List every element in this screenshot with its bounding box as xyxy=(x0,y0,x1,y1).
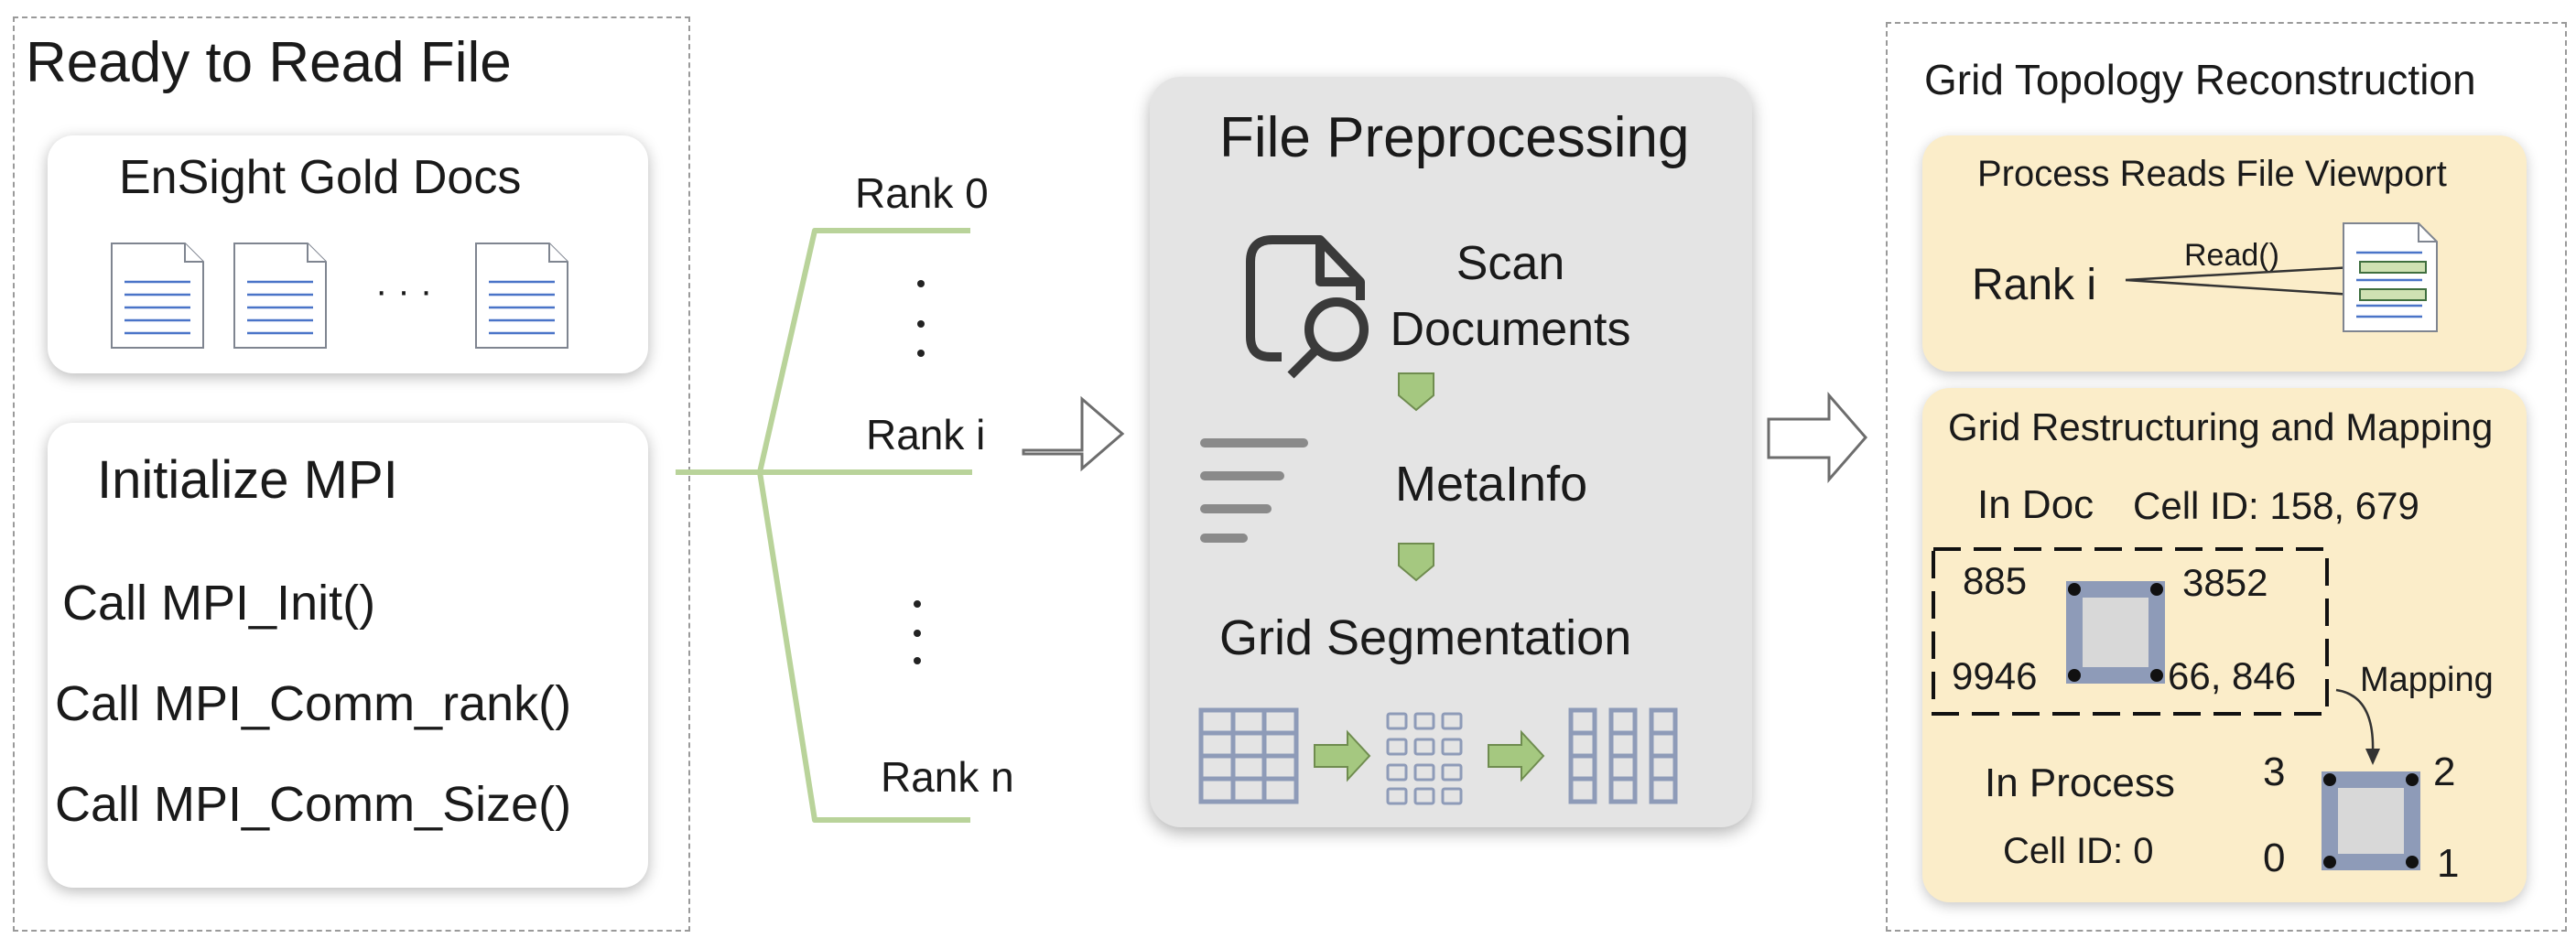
metainfo-label: MetaInfo xyxy=(1395,457,1588,512)
initialize-mpi-card xyxy=(48,423,648,888)
file-preprocessing-title: File Preprocessing xyxy=(1219,106,1690,169)
file-viewport-doc-icon xyxy=(2343,222,2438,332)
segmented-grid-icon xyxy=(1568,707,1678,804)
scan-label-line1: Scan xyxy=(1456,237,1565,290)
local-node-0: 0 xyxy=(2263,836,2286,880)
vertical-ellipsis xyxy=(914,600,921,664)
rank-0-label: Rank 0 xyxy=(855,169,989,217)
rank-n-label: Rank n xyxy=(881,753,1014,801)
rank-i-label: Rank i xyxy=(866,411,986,458)
mapping-label: Mapping xyxy=(2360,661,2494,699)
vertical-ellipsis xyxy=(917,280,925,357)
file-preprocessing-panel xyxy=(1150,77,1752,827)
viewport-title: Process Reads File Viewport xyxy=(1977,154,2447,194)
cell-id-doc-label: Cell ID: 158, 679 xyxy=(2133,484,2419,527)
call-mpi-comm-size: Call MPI_Comm_Size() xyxy=(55,777,572,832)
doc-cell-quad xyxy=(2066,581,2165,684)
separated-cells-icon xyxy=(1386,712,1463,805)
down-arrow-icon xyxy=(1398,372,1434,412)
grid-reconstruction-title: Grid Topology Reconstruction xyxy=(1924,56,2476,103)
cell-id-process-label: Cell ID: 0 xyxy=(2003,831,2154,871)
local-node-2: 2 xyxy=(2433,749,2456,794)
full-grid-icon xyxy=(1198,707,1299,804)
initialize-mpi-title: Initialize MPI xyxy=(97,450,398,510)
metainfo-lines-icon xyxy=(1200,438,1308,543)
arrow-to-reconstruction xyxy=(1767,391,1867,484)
node-9946-label: 9946 xyxy=(1952,654,2038,697)
in-process-label: In Process xyxy=(1985,760,2175,805)
doc-cell-region xyxy=(1932,547,2329,716)
restructuring-title: Grid Restructuring and Mapping xyxy=(1948,405,2494,448)
scan-document-icon xyxy=(1246,235,1369,379)
right-arrow-icon xyxy=(1314,729,1371,782)
node-66846-label: 66, 846 xyxy=(2168,654,2297,697)
call-mpi-comm-rank: Call MPI_Comm_rank() xyxy=(55,676,572,731)
viewport-rank-label: Rank i xyxy=(1972,261,2097,309)
call-mpi-init: Call MPI_Init() xyxy=(62,576,376,631)
scan-label-line2: Documents xyxy=(1390,303,1631,356)
local-node-3: 3 xyxy=(2263,749,2286,794)
grid-reconstruction-panel xyxy=(1886,22,2567,932)
read-call-label: Read() xyxy=(2184,238,2279,273)
docs-ellipsis: · · · xyxy=(375,271,433,311)
down-arrow-icon xyxy=(1398,543,1434,582)
local-node-1: 1 xyxy=(2437,841,2460,886)
in-doc-label: In Doc xyxy=(1977,482,2094,527)
process-cell-quad xyxy=(2322,771,2420,870)
ready-title: Ready to Read File xyxy=(26,31,512,94)
ensight-docs-title: EnSight Gold Docs xyxy=(119,151,522,204)
node-885-label: 885 xyxy=(1963,559,2028,602)
mapping-arrow xyxy=(2335,688,2375,753)
grid-segmentation-label: Grid Segmentation xyxy=(1219,610,1632,665)
node-3852-label: 3852 xyxy=(2182,561,2268,604)
right-arrow-icon xyxy=(1488,729,1545,782)
restructuring-card xyxy=(1922,388,2527,902)
arrow-to-preprocessing xyxy=(1022,395,1125,472)
